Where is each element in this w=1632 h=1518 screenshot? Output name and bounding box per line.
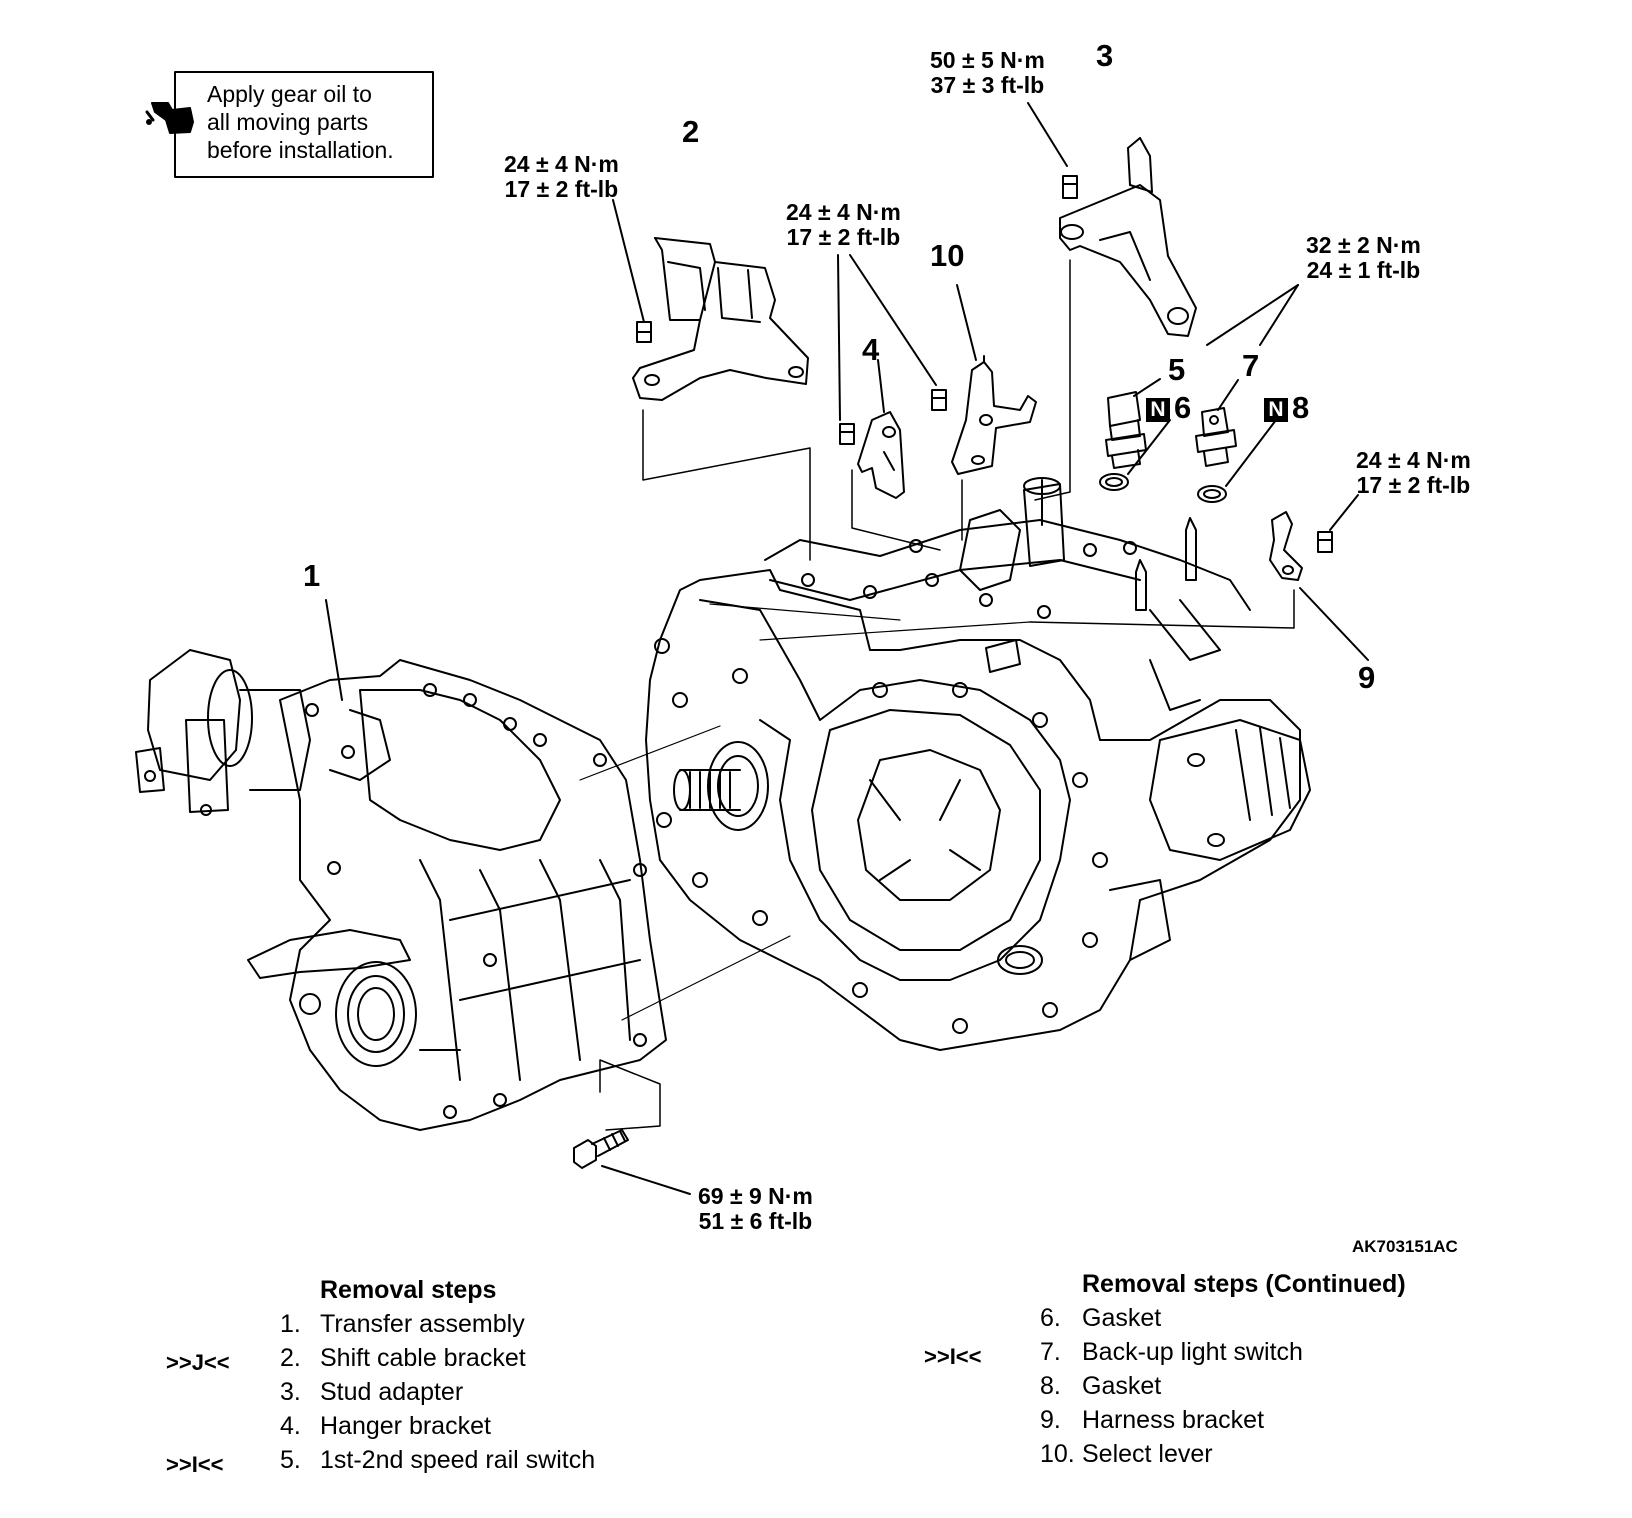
transfer-mounting-bolt (573, 1129, 629, 1169)
note-line: all moving parts (207, 109, 369, 135)
transfer-assembly (135, 649, 667, 1131)
gasket-part6 (1099, 473, 1129, 491)
step-number: 4. (280, 1412, 301, 1440)
hanger-bracket (857, 411, 905, 499)
step-number: 3. (280, 1378, 301, 1406)
oil-can-icon (145, 102, 194, 134)
step-mark: >>J<< (166, 1350, 230, 1375)
gasket-part8 (1197, 485, 1227, 503)
torque-nm: 50 ± 5 N·m (930, 47, 1045, 73)
shift-cable-bracket (632, 237, 809, 401)
bolt-part3 (1062, 175, 1078, 199)
callout-7: 7 (1242, 348, 1260, 383)
step-mark: >>I<< (166, 1452, 224, 1477)
step-label: Gasket (1082, 1372, 1162, 1400)
transmission-case (645, 477, 1311, 1051)
figure-id: AK703151AC (1352, 1237, 1458, 1256)
step-label: 1st-2nd speed rail switch (320, 1446, 596, 1474)
step-label: Stud adapter (320, 1378, 464, 1406)
note-text: Apply gear oil to all moving parts befor… (207, 80, 394, 164)
torque-nm: 24 ± 4 N·m (504, 151, 619, 177)
callout-3: 3 (1096, 38, 1114, 73)
callout-10: 10 (930, 238, 965, 273)
step-number: 2. (280, 1344, 301, 1372)
torque-nm: 24 ± 4 N·m (786, 199, 901, 225)
bolt-part10 (931, 389, 947, 411)
step-number: 9. (1040, 1406, 1061, 1434)
callout-6-number: 6 (1174, 390, 1192, 425)
step-label: Back-up light switch (1082, 1338, 1303, 1366)
torque-nm: 24 ± 4 N·m (1356, 447, 1471, 473)
torque-ftlb: 37 ± 3 ft-lb (930, 72, 1045, 98)
torque-part4-10: 24 ± 4 N·m 17 ± 2 ft-lb (786, 200, 901, 250)
step-number: 5. (280, 1446, 301, 1474)
callout-1: 1 (303, 558, 321, 593)
step-number: 7. (1040, 1338, 1061, 1366)
select-lever (951, 355, 1037, 475)
bolt-part4 (839, 423, 855, 445)
note-line: before installation. (207, 137, 394, 163)
step-label: Harness bracket (1082, 1406, 1265, 1434)
harness-bracket (1269, 511, 1303, 581)
torque-part9: 24 ± 4 N·m 17 ± 2 ft-lb (1356, 448, 1471, 498)
backup-light-switch-part7 (1195, 407, 1237, 467)
callout-4: 4 (862, 332, 880, 367)
torque-ftlb: 17 ± 2 ft-lb (1356, 472, 1471, 498)
note-line: Apply gear oil to (207, 81, 372, 107)
step-label: Hanger bracket (320, 1412, 491, 1440)
torque-ftlb: 24 ± 1 ft-lb (1306, 257, 1421, 283)
step-number: 10. (1040, 1440, 1075, 1468)
n-symbol-icon: N (1146, 397, 1170, 422)
step-mark: >>I<< (924, 1344, 982, 1369)
torque-nm: 32 ± 2 N·m (1306, 232, 1421, 258)
callout-8-number: 8 (1292, 390, 1310, 425)
torque-transfer: 69 ± 9 N·m 51 ± 6 ft-lb (698, 1184, 813, 1234)
torque-part2: 24 ± 4 N·m 17 ± 2 ft-lb (504, 152, 619, 202)
torque-part5-7: 32 ± 2 N·m 24 ± 1 ft-lb (1306, 233, 1421, 283)
step-label: Select lever (1082, 1440, 1213, 1468)
step-number: 8. (1040, 1372, 1061, 1400)
torque-part3: 50 ± 5 N·m 37 ± 3 ft-lb (930, 48, 1045, 98)
torque-ftlb: 17 ± 2 ft-lb (786, 224, 901, 250)
step-number: 6. (1040, 1304, 1061, 1332)
step-label: Gasket (1082, 1304, 1162, 1332)
removal-steps-continued-heading: Removal steps (Continued) (1082, 1270, 1406, 1298)
step-label: Shift cable bracket (320, 1344, 526, 1372)
step-label: Transfer assembly (320, 1310, 525, 1338)
callout-2: 2 (682, 114, 700, 149)
torque-ftlb: 17 ± 2 ft-lb (504, 176, 619, 202)
rail-switch-part5 (1105, 391, 1147, 469)
bolt-part2 (636, 321, 652, 343)
stud-adapter (1059, 137, 1197, 337)
torque-nm: 69 ± 9 N·m (698, 1183, 813, 1209)
step-number: 1. (280, 1310, 301, 1338)
n-symbol-icon: N (1264, 397, 1288, 422)
removal-steps-heading: Removal steps (320, 1276, 497, 1304)
bolt-part9 (1317, 531, 1333, 553)
torque-ftlb: 51 ± 6 ft-lb (698, 1208, 813, 1234)
callout-5: 5 (1168, 352, 1186, 387)
callout-9: 9 (1358, 660, 1376, 695)
